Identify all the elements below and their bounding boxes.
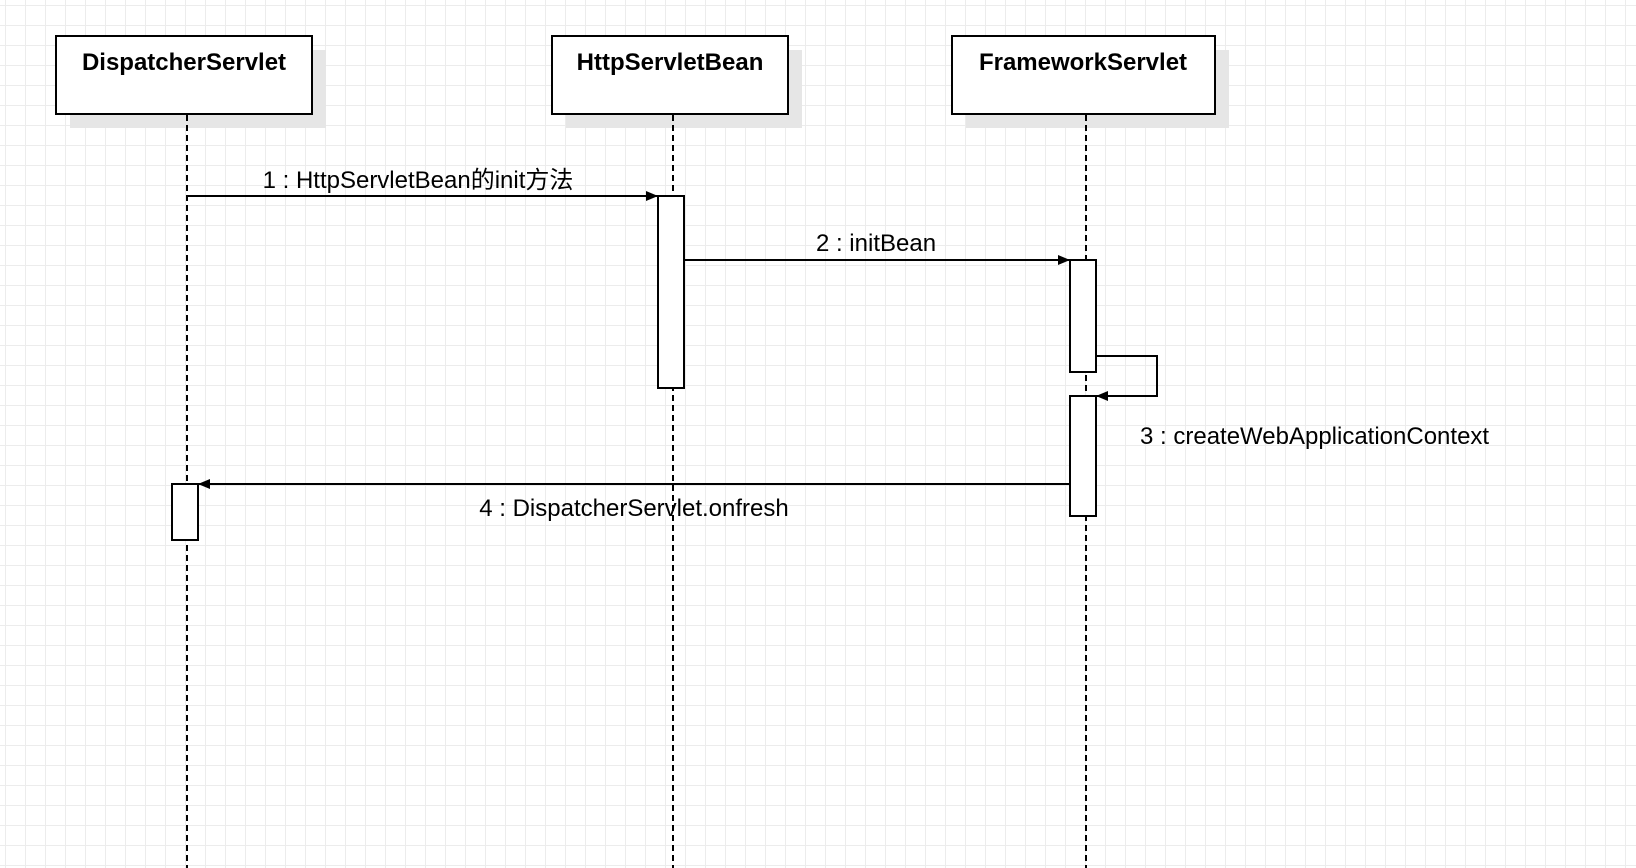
message-1[interactable]: 1 : HttpServletBean的init方法 bbox=[187, 167, 658, 201]
participant-title: DispatcherServlet bbox=[82, 49, 286, 76]
participant-title: HttpServletBean bbox=[577, 49, 764, 76]
message-3-label: 3 : createWebApplicationContext bbox=[1140, 423, 1489, 450]
activation-bar-frameworkservlet-context[interactable] bbox=[1069, 395, 1097, 517]
participant-httpservletbean[interactable]: HttpServletBean bbox=[551, 35, 802, 128]
participant-dispatcherservlet[interactable]: DispatcherServlet bbox=[55, 35, 326, 128]
participant-box[interactable] bbox=[55, 35, 313, 115]
message-3-arrow[interactable] bbox=[1096, 355, 1158, 401]
activation-bar-dispatcherservlet[interactable] bbox=[171, 483, 199, 541]
participant-title: FrameworkServlet bbox=[979, 49, 1187, 76]
activation-bar-frameworkservlet-initbean[interactable] bbox=[1069, 259, 1097, 373]
message-1-label: 1 : HttpServletBean的init方法 bbox=[263, 167, 574, 194]
message-4-label: 4 : DispatcherServlet.onfresh bbox=[479, 495, 788, 522]
participant-frameworkservlet[interactable]: FrameworkServlet bbox=[951, 35, 1229, 128]
message-4[interactable]: 4 : DispatcherServlet.onfresh bbox=[198, 479, 1070, 522]
activation-bar-httpservletbean[interactable] bbox=[657, 195, 685, 389]
message-3[interactable]: 3 : createWebApplicationContext bbox=[1096, 355, 1489, 450]
message-2[interactable]: 2 : initBean bbox=[684, 230, 1070, 265]
participant-box[interactable] bbox=[951, 35, 1216, 115]
message-2-label: 2 : initBean bbox=[816, 230, 936, 257]
participant-box[interactable] bbox=[551, 35, 789, 115]
